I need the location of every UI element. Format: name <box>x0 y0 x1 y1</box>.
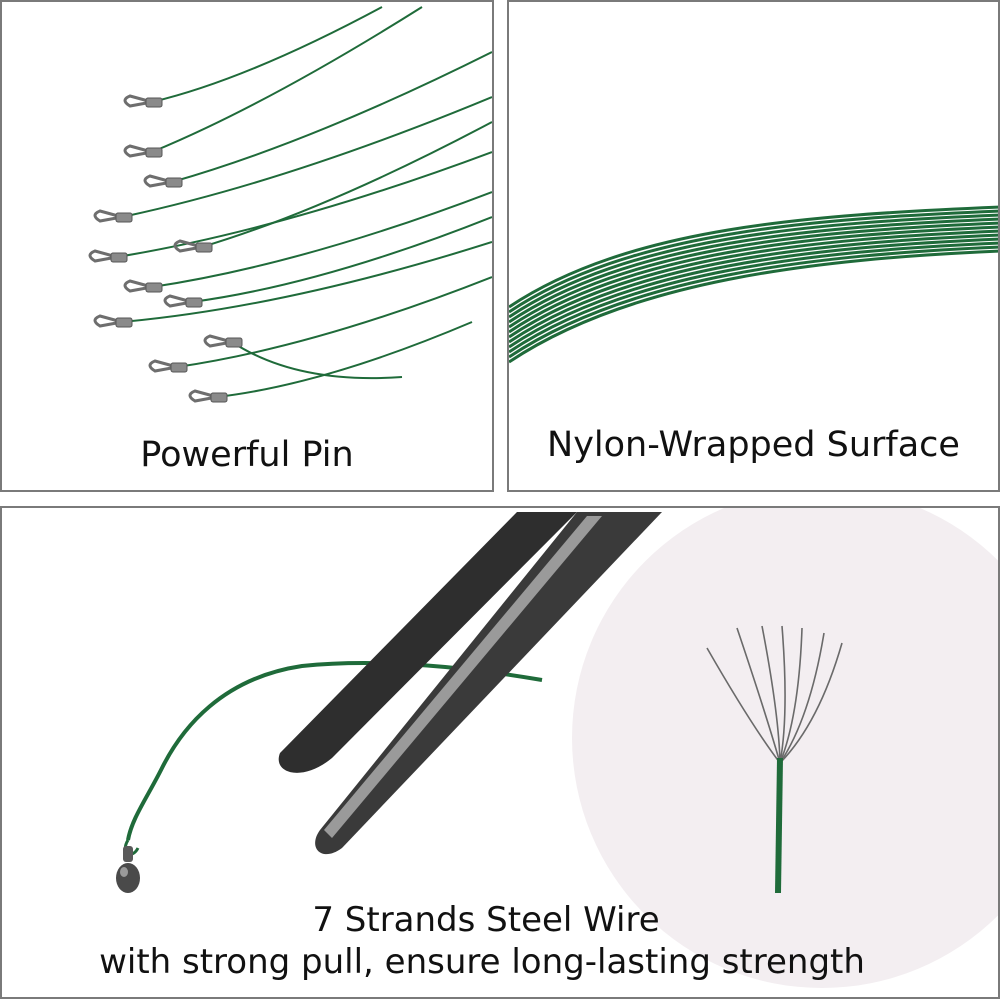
panel-steel-wire-strands: 7 Strands Steel Wire with strong pull, e… <box>0 506 1000 999</box>
coated-wire <box>509 241 998 354</box>
leader-wire <box>191 216 492 303</box>
caption-line2: with strong pull, ensure long-lasting st… <box>99 942 865 982</box>
snap-swivel-icon <box>93 209 133 223</box>
leader-wire <box>121 241 492 323</box>
coated-wire <box>509 209 998 314</box>
leader-wire <box>116 151 492 258</box>
leader-wire <box>231 341 403 380</box>
steel-strand <box>706 647 781 764</box>
cut-wire <box>126 661 543 841</box>
snap-swivel-icon <box>163 294 203 308</box>
coated-wire <box>509 213 998 319</box>
leader-wire <box>151 6 383 103</box>
unwound-strands <box>706 625 843 764</box>
snap-swivel-icon <box>143 174 183 188</box>
panel-nylon-wrapped-surface: Nylon-Wrapped Surface <box>507 0 1000 492</box>
scissor-blade-upper <box>278 512 577 773</box>
steel-strand <box>779 625 786 764</box>
coated-wire <box>509 233 998 344</box>
leader-wire <box>151 191 492 288</box>
blade-edge <box>324 516 602 838</box>
snap-swivel-icon <box>123 94 163 108</box>
scissors-icon <box>278 512 662 855</box>
leader-wire <box>201 121 492 248</box>
coated-wire <box>509 217 998 324</box>
leader-wires-image <box>88 6 492 403</box>
coated-wire <box>509 249 998 364</box>
snap-swivel-icon <box>123 144 163 158</box>
caption-powerful-pin: Powerful Pin <box>140 435 354 475</box>
coated-wires-image <box>509 205 998 364</box>
scissors-and-strands-image <box>116 508 998 988</box>
snap-swivel-icon <box>88 249 128 263</box>
coated-wire <box>509 221 998 329</box>
caption-line1: 7 Strands Steel Wire <box>312 900 660 940</box>
caption-nylon-wrapped-surface: Nylon-Wrapped Surface <box>547 425 960 465</box>
leader-wire <box>171 51 492 183</box>
coated-wire <box>509 229 998 339</box>
coated-wire <box>509 237 998 349</box>
steel-strand <box>779 642 843 764</box>
snap-swivel-icon <box>188 389 228 403</box>
leader-wire <box>176 276 492 368</box>
steel-strand <box>736 627 781 764</box>
scissor-blade-lower <box>315 512 662 855</box>
leader-wire <box>216 321 473 398</box>
steel-strand <box>779 632 825 764</box>
snap-swivel-icon <box>93 314 133 328</box>
coated-wire <box>509 225 998 334</box>
steel-strand <box>779 627 803 764</box>
snap-swivel-icon <box>123 279 163 293</box>
twisted-wire-base <box>775 757 783 894</box>
leader-wire <box>121 96 492 218</box>
steel-strand <box>761 625 781 764</box>
coated-wire <box>509 205 998 309</box>
snap-swivel-icon <box>203 334 243 348</box>
snap-swivel-icon <box>148 359 188 373</box>
leader-wire <box>151 6 423 153</box>
snap-swivel-icon <box>173 239 213 253</box>
coated-wire <box>509 245 998 359</box>
barrel-swivel-icon <box>116 846 140 893</box>
panel-powerful-pin: Powerful Pin <box>0 0 494 492</box>
